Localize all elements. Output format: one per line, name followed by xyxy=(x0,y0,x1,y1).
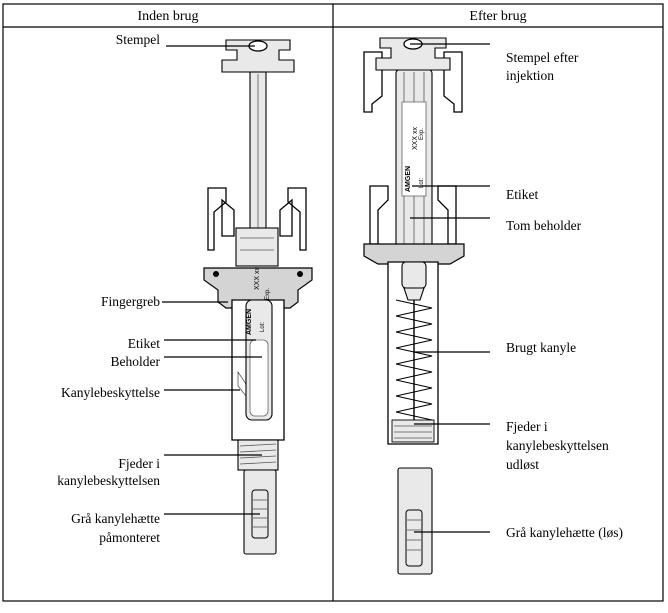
syringe-after-use: AMGEN XXX xx Lot: Exp. xyxy=(363,37,465,575)
label-spring-before-line1: Fjeder i xyxy=(118,456,160,471)
table-frame xyxy=(2,3,664,602)
plunger-head-before xyxy=(221,39,295,73)
label-label-before: Etiket xyxy=(128,336,160,351)
flange-before xyxy=(203,267,313,309)
label-code-before: XXX xx xyxy=(254,267,261,290)
label-lot-before: Lot: xyxy=(260,322,266,332)
header-after-use: Efter brug xyxy=(469,9,526,24)
label-cap-before-line2: påmonteret xyxy=(99,530,160,545)
label-spring-after-line3: udløst xyxy=(506,457,539,472)
label-plunger-after-line2: injektion xyxy=(506,68,554,83)
flange-after xyxy=(363,243,465,265)
plunger-head-after xyxy=(375,37,451,71)
label-lot-after: Lot: xyxy=(419,178,425,188)
label-code-after: XXX xx xyxy=(412,127,419,150)
label-empty-barrel: Tom beholder xyxy=(506,218,582,233)
left-leader-lines xyxy=(162,45,262,515)
syringe-before-use: AMGEN XXX xx Lot: Exp. xyxy=(203,39,313,555)
label-spring-after-line1: Fjeder i xyxy=(506,419,548,434)
label-barrel: Beholder xyxy=(111,354,161,369)
label-brand-after: AMGEN xyxy=(405,166,412,192)
label-cap-after: Grå kanylehætte (løs) xyxy=(506,525,623,540)
label-exp-after: Exp. xyxy=(419,128,425,140)
label-brand-before: AMGEN xyxy=(246,309,253,335)
spring-released xyxy=(395,299,433,421)
label-spring-after-line2: kanylebeskyttelsen xyxy=(506,438,609,453)
label-used-needle: Brugt kanyle xyxy=(506,340,576,355)
label-label-after: Etiket xyxy=(506,187,538,202)
label-finger-grip: Fingergreb xyxy=(101,294,160,309)
grey-cap-before xyxy=(243,469,277,555)
label-cap-before-line1: Grå kanylehætte xyxy=(71,511,160,526)
finger-grip-right xyxy=(287,187,307,251)
header-before-use: Inden brug xyxy=(137,9,198,24)
label-plunger-after-line1: Stempel efter xyxy=(506,50,579,65)
right-leader-lines xyxy=(410,43,490,533)
label-needle-guard: Kanylebeskyttelse xyxy=(61,385,160,400)
finger-grip-left xyxy=(207,187,227,251)
syringe-label-before: AMGEN XXX xx Lot: Exp. xyxy=(246,267,271,335)
label-plunger: Stempel xyxy=(116,32,160,47)
grey-cap-after xyxy=(397,467,433,575)
label-exp-before: Exp. xyxy=(265,288,271,300)
syringe-label-after: AMGEN XXX xx Lot: Exp. xyxy=(405,127,425,192)
label-spring-before-line2: kanylebeskyttelsen xyxy=(57,473,160,488)
